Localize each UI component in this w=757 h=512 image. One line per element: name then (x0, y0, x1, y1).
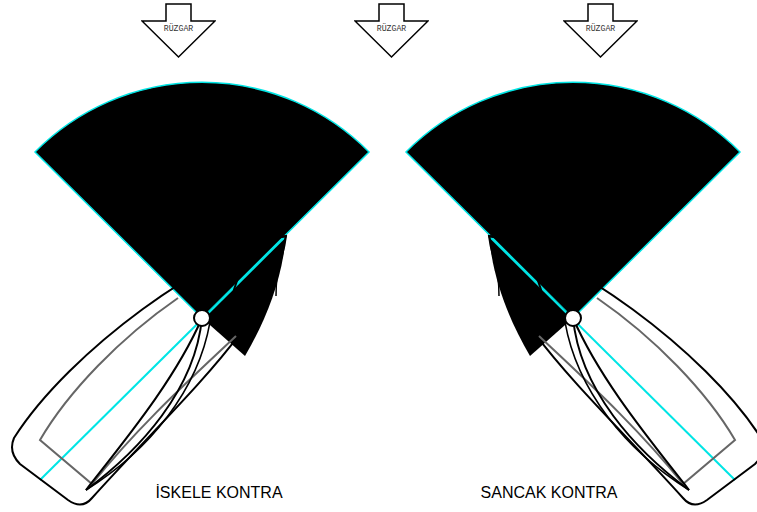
tack-label: İSKELE KONTRA (155, 484, 282, 502)
wind-label: RÜZGAR (563, 24, 638, 34)
wind-arrow: RÜZGAR (141, 3, 216, 59)
wind-label: RÜZGAR (354, 24, 429, 34)
wind-label: RÜZGAR (141, 24, 216, 34)
wind-arrow: RÜZGAR (563, 3, 638, 59)
tack-label: SANCAK KONTRA (481, 484, 618, 502)
wind-arrow: RÜZGAR (354, 3, 429, 59)
